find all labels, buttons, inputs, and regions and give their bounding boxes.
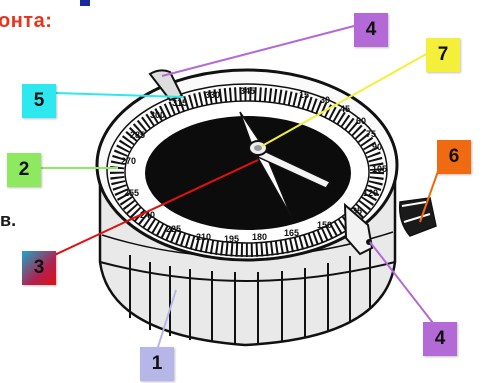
scale-label: 330 — [205, 90, 220, 100]
scale-label: 210 — [196, 232, 211, 242]
callout-4-top: 4 — [354, 13, 388, 47]
callout-3: 3 — [22, 251, 56, 285]
scale-label: 15 — [299, 90, 309, 100]
callout-6: 6 — [437, 140, 471, 174]
scale-label: 60 — [356, 116, 366, 126]
callout-4-bottom: 4 — [423, 322, 457, 356]
stopper-lever — [400, 198, 436, 236]
scale-label: 120 — [363, 188, 378, 198]
callout-1: 1 — [140, 347, 174, 381]
scale-label: 345 — [240, 86, 255, 96]
scale-label: 75 — [366, 129, 376, 139]
scale-label: 45 — [340, 104, 350, 114]
scale-label: 285 — [130, 130, 145, 140]
scale-label: 105 — [372, 164, 387, 174]
scale-label: 90 — [372, 142, 382, 152]
scale-label: 225 — [166, 224, 181, 234]
scale-label: 255 — [124, 188, 139, 198]
callout-5: 5 — [22, 84, 56, 118]
callout-7: 7 — [426, 38, 460, 72]
scale-label: 150 — [317, 220, 332, 230]
scale-label: 270 — [121, 156, 136, 166]
scale-label: 165 — [284, 228, 299, 238]
callout-2: 2 — [7, 153, 41, 187]
scale-label: 300 — [150, 110, 165, 120]
scale-label: 30 — [320, 95, 330, 105]
scale-label: 195 — [224, 234, 239, 244]
scale-label: 180 — [252, 232, 267, 242]
